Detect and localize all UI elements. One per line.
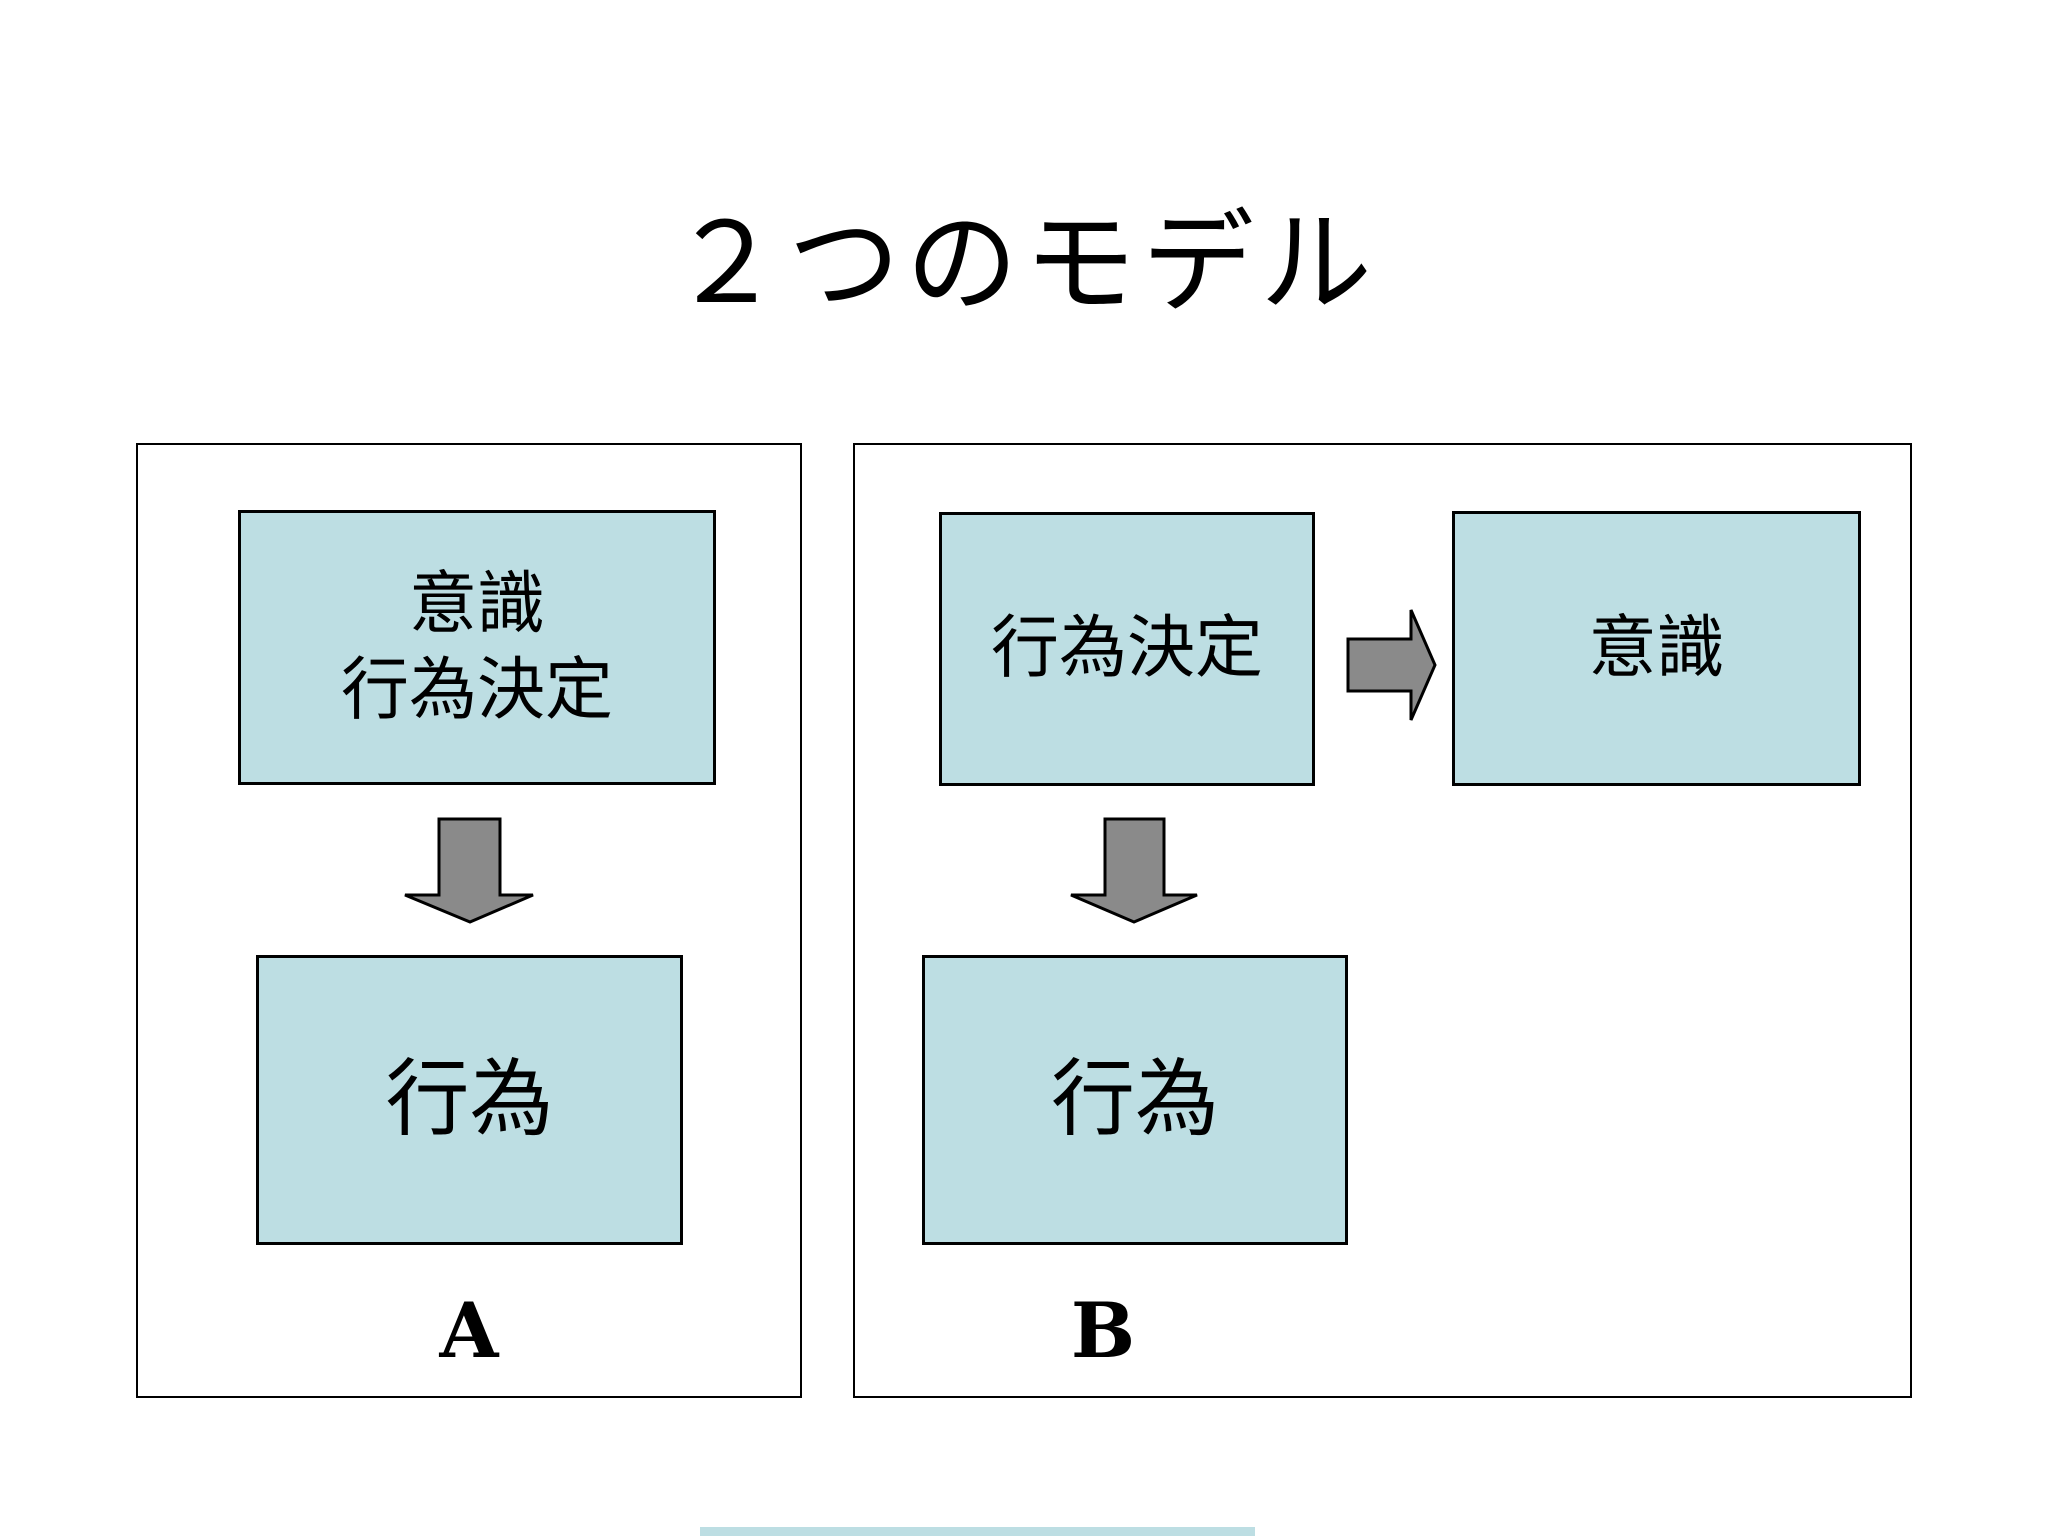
box-text-line: 意識 [1588,608,1725,688]
box-text-line: 行為決定 [340,650,613,730]
box-text-line: 意識 [408,564,545,644]
slide-title: ２つのモデル [670,199,1378,329]
model-b-action-box: 行為 [922,955,1348,1245]
model-b-decision-box: 行為決定 [939,512,1315,786]
model-a-consciousness-decision-box: 意識 行為決定 [238,510,716,785]
model-a-panel: 意識 行為決定 行為 A [136,443,802,1398]
box-text-line: 行為決定 [990,609,1263,689]
model-b-consciousness-box: 意識 [1452,511,1861,786]
model-b-label: B [1070,1286,1136,1375]
model-b-panel: 行為決定 意識 行為 B [853,443,1912,1398]
box-text-line: 行為 [385,1050,554,1149]
box-text-line: 行為 [1050,1050,1219,1149]
bottom-edge-strip [700,1527,1255,1536]
model-a-label: A [439,1286,499,1375]
model-a-action-box: 行為 [256,955,683,1245]
